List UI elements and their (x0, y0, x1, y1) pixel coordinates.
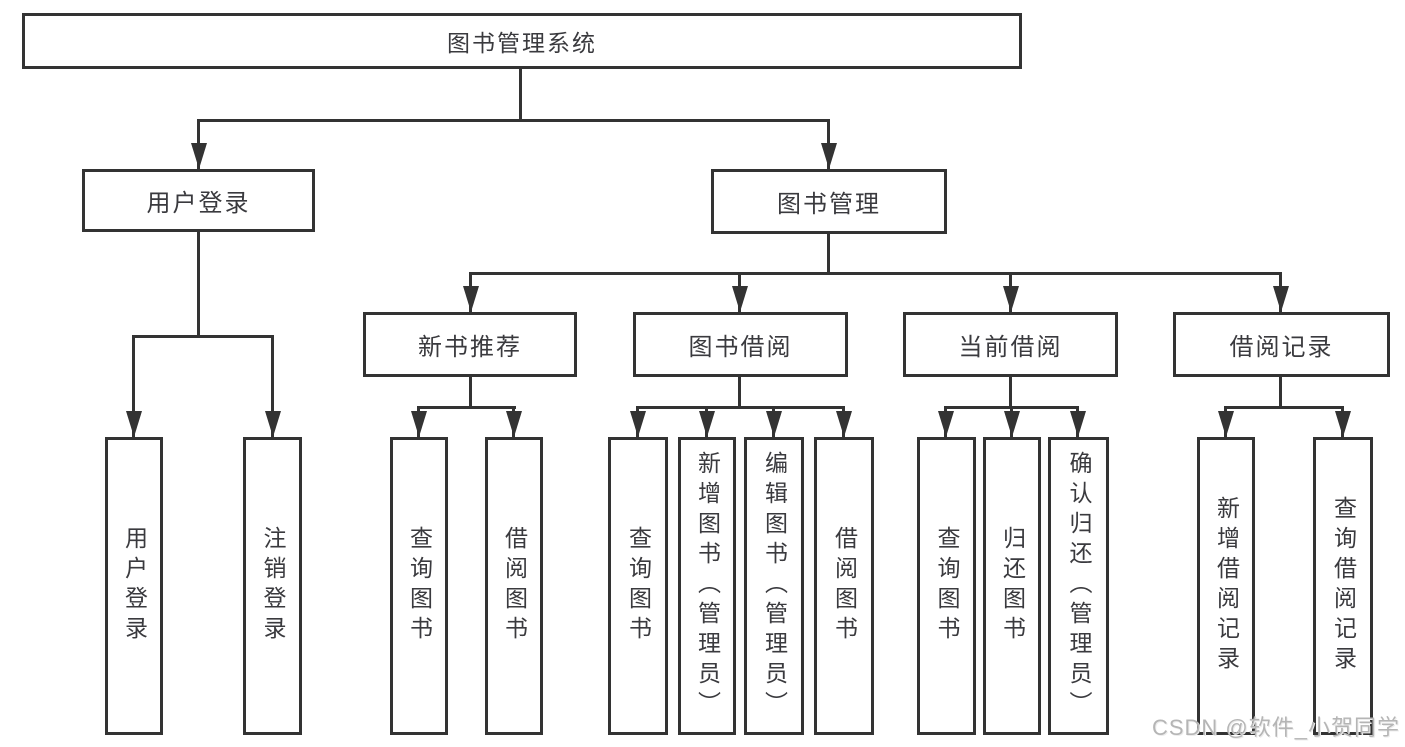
node-label: 借阅记录 (1229, 334, 1334, 361)
leaf-add-borrow-record: 新增借阅记录 (1197, 437, 1255, 735)
connector-user-login-hline (132, 335, 273, 338)
arrow-leaf (1341, 406, 1344, 437)
connector-book-mgmt-hline (469, 272, 1282, 275)
node-label: 图书管理系统 (447, 30, 597, 56)
leaf-confirm-return-admin: 确认归还（管理员） (1048, 437, 1109, 735)
node-label: 图书借阅 (688, 334, 793, 361)
arrow-to-book-management (827, 119, 830, 169)
leaf-label: 查询图书 (934, 526, 960, 646)
node-label: 当前借阅 (958, 334, 1063, 361)
node-label: 新书推荐 (418, 334, 522, 361)
arrow-leaf (842, 406, 845, 437)
arrow-leaf (772, 406, 775, 437)
node-borrow-record: 借阅记录 (1173, 312, 1390, 377)
connector-borrow-record-vline (1279, 377, 1282, 408)
node-new-book-recommend: 新书推荐 (363, 312, 577, 377)
leaf-label: 编辑图书（管理员） (761, 451, 788, 721)
arrow-to-user-login (197, 119, 200, 169)
arrow-leaf (417, 406, 420, 437)
connector-borrow-record-hline (1224, 406, 1343, 409)
arrow-leaf (512, 406, 515, 437)
leaf-label: 查询图书 (625, 526, 652, 646)
leaf-logout: 注销登录 (243, 437, 302, 735)
connector-book-borrow-vline (738, 377, 741, 408)
node-label: 用户登录 (146, 190, 251, 217)
connector-new-book-hline (417, 406, 516, 409)
arrow-leaf (1224, 406, 1227, 437)
leaf-query-borrow-record: 查询借阅记录 (1313, 437, 1373, 735)
leaf-query-book-recommend: 查询图书 (390, 437, 448, 735)
leaf-label: 用户登录 (121, 526, 148, 646)
connector-book-mgmt-vline (827, 234, 830, 274)
leaf-label: 确认归还（管理员） (1066, 451, 1092, 721)
connector-root-hline (197, 119, 830, 122)
leaf-edit-book-admin: 编辑图书（管理员） (744, 437, 804, 735)
leaf-label: 新增借阅记录 (1213, 496, 1240, 676)
leaf-user-login: 用户登录 (105, 437, 163, 735)
leaf-label: 查询图书 (406, 526, 433, 646)
arrow-leaf (1076, 406, 1079, 437)
node-current-borrow: 当前借阅 (903, 312, 1118, 377)
connector-current-borrow-vline (1009, 377, 1012, 408)
leaf-borrow-book: 借阅图书 (814, 437, 874, 735)
arrow-leaf (1010, 406, 1013, 437)
arrow-leaf (944, 406, 947, 437)
node-user-login: 用户登录 (82, 169, 315, 232)
arrow-to-logout-leaf (271, 335, 274, 437)
leaf-label: 查询借阅记录 (1330, 496, 1357, 676)
arrow-to-book-borrow (738, 272, 741, 312)
leaf-label: 新增图书（管理员） (694, 451, 721, 721)
arrow-leaf (705, 406, 708, 437)
connector-new-book-vline (469, 377, 472, 408)
connector-book-borrow-hline (636, 406, 844, 409)
arrow-to-new-book (469, 272, 472, 312)
node-label: 图书管理 (777, 191, 881, 218)
leaf-return-book: 归还图书 (983, 437, 1041, 735)
leaf-add-book-admin: 新增图书（管理员） (678, 437, 736, 735)
leaf-label: 借阅图书 (831, 526, 858, 646)
leaf-label: 注销登录 (260, 526, 286, 646)
csdn-watermark: CSDN @软件_小贺同学 (1151, 715, 1400, 740)
leaf-borrow-book-recommend: 借阅图书 (485, 437, 543, 735)
connector-root-vline (519, 69, 522, 119)
leaf-query-book-borrow: 查询图书 (608, 437, 668, 735)
node-book-borrow: 图书借阅 (633, 312, 848, 377)
leaf-label: 借阅图书 (501, 526, 528, 646)
leaf-query-book-current: 查询图书 (917, 437, 976, 735)
arrow-leaf (636, 406, 639, 437)
node-book-management: 图书管理 (711, 169, 947, 234)
arrow-to-borrow-record (1279, 272, 1282, 312)
connector-user-login-vline (197, 232, 200, 336)
arrow-to-login-leaf (132, 335, 135, 437)
arrow-to-current-borrow (1009, 272, 1012, 312)
leaf-label: 归还图书 (999, 526, 1026, 646)
node-library-management-system: 图书管理系统 (22, 13, 1022, 69)
